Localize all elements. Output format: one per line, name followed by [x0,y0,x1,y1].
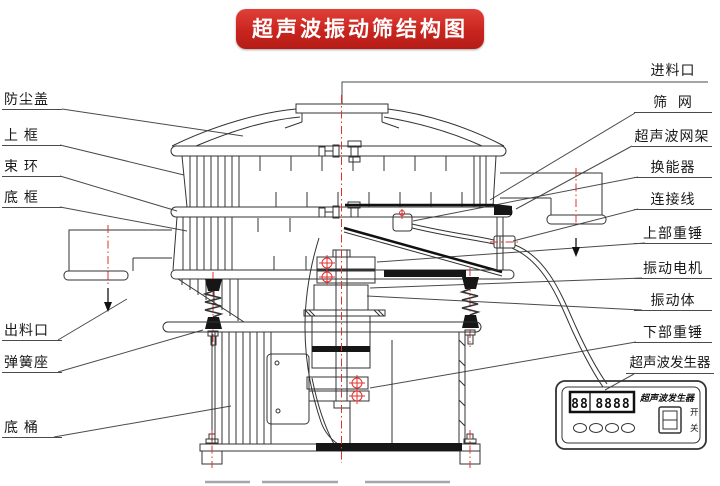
vibration-motor-assembly [303,249,386,409]
label-dust-cover: 防尘盖 [2,91,62,110]
label-bottom-frame: 底 框 [2,189,62,208]
label-upper-frame: 上 框 [2,127,62,146]
label-bottom-barrel: 底 桶 [2,419,62,438]
generator-name-label: 超声波发生器 [639,393,695,403]
connecting-wire-path [411,223,608,388]
switch-on-label: 开 [690,407,699,417]
power-rocker-switch[interactable] [658,406,682,434]
clamp-band-top [170,140,507,163]
label-upper-weight: 上部重锤 [634,225,712,244]
digital-display [568,390,636,414]
dust-cover-dome [171,108,505,147]
leader-lines [53,81,708,438]
display-digits-left: 88 [571,397,589,412]
bottom-barrel [211,237,466,445]
display-digits-right: 8888 [595,397,630,412]
label-connecting-wire: 连接线 [634,191,712,210]
ultrasonic-generator-box: 88 8888 超声波发生器 开 关 [555,380,707,450]
label-vibration-motor: 振动电机 [634,260,712,279]
panel-buttons[interactable] [573,423,635,433]
label-feed-inlet: 进料口 [650,62,696,78]
label-ultrasonic-generator: 超声波发生器 [626,355,714,374]
lower-frame-wall [172,216,504,271]
spring-base-flange [162,321,482,333]
discharge-spout-left [63,225,172,312]
label-ultrasonic-mesh-frame: 超声波网架 [632,128,712,147]
flow-arrow-down-icon [104,302,112,312]
transducer-box [392,209,413,232]
left-spring-assembly [202,272,224,348]
label-spring-seat: 弹簧座 [2,354,62,373]
flow-arrow-down-icon [572,247,580,257]
sieve-mesh-section [343,203,512,277]
bolt-crosshair-marks [319,255,365,404]
upper-frame-wall [181,155,497,208]
label-discharge-port: 出料口 [2,322,62,341]
label-lower-weight: 下部重锤 [634,324,712,343]
label-vibration-body: 振动体 [634,292,712,311]
page-title: 超声波振动筛结构图 [236,9,484,49]
label-clamp-ring: 束 环 [2,158,62,177]
label-transducer: 换能器 [634,159,712,178]
discharge-spout-right [500,168,607,257]
label-screen-mesh: 筛 网 [634,94,712,113]
switch-off-label: 关 [690,423,699,433]
base-stand [199,430,481,468]
